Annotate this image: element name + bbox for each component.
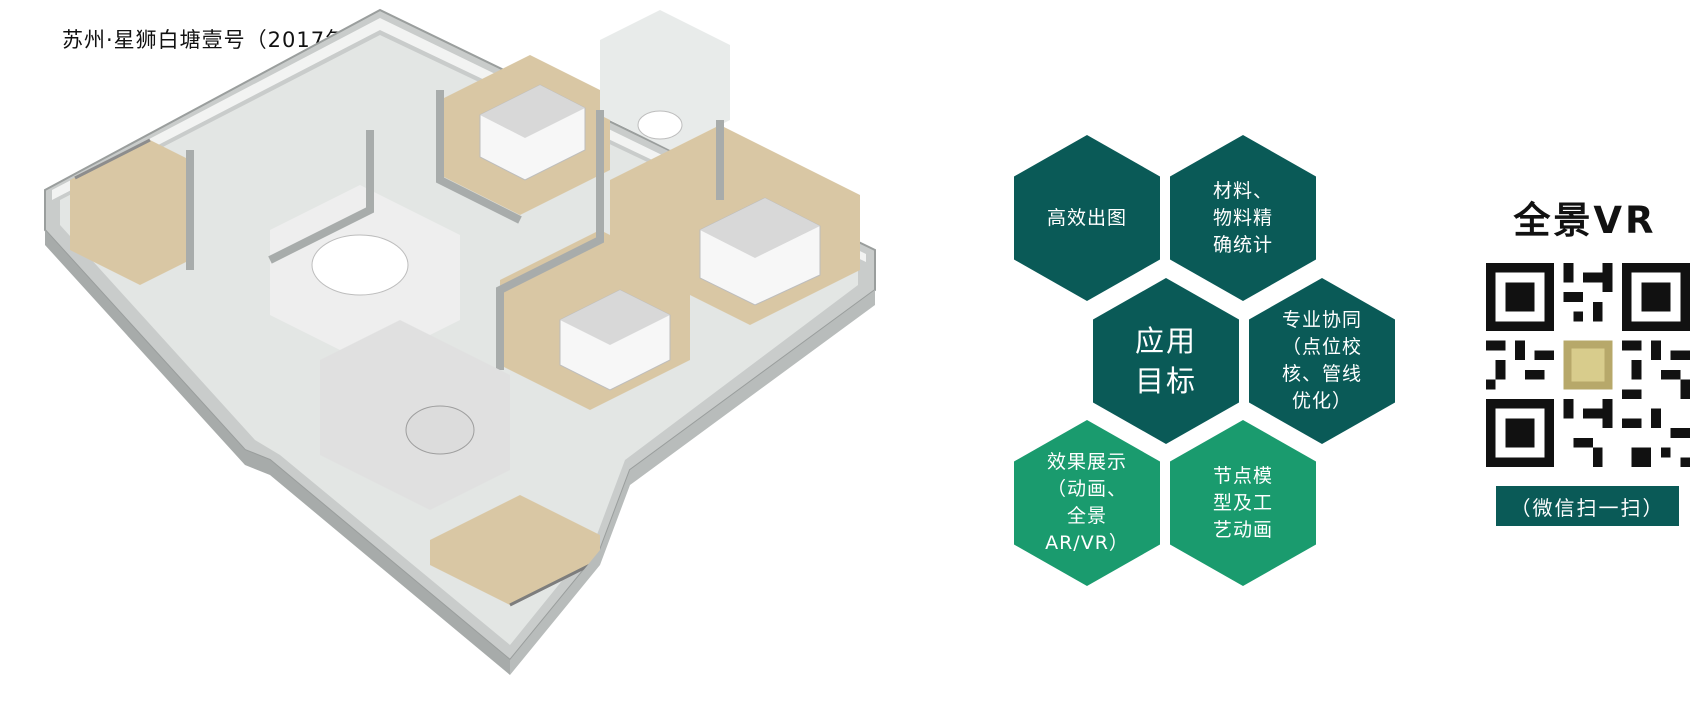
hex-coordination: 专业协同 （点位校 核、管线 优化） bbox=[1249, 278, 1395, 444]
hex-material-stats: 材料、 物料精 确统计 bbox=[1170, 135, 1316, 301]
hex-efficient-drawing: 高效出图 bbox=[1014, 135, 1160, 301]
isometric-floor-plan-image bbox=[44, 8, 876, 675]
wechat-scan-label: （微信扫一扫） bbox=[1496, 486, 1679, 526]
hex-application-goals: 应用 目标 bbox=[1093, 278, 1239, 444]
qr-code-image bbox=[1486, 263, 1690, 467]
hex-node-model: 节点模 型及工 艺动画 bbox=[1170, 420, 1316, 586]
vr-title: 全景VR bbox=[1513, 199, 1657, 242]
hex-render-display: 效果展示 （动画、 全景 AR/VR） bbox=[1014, 420, 1160, 586]
